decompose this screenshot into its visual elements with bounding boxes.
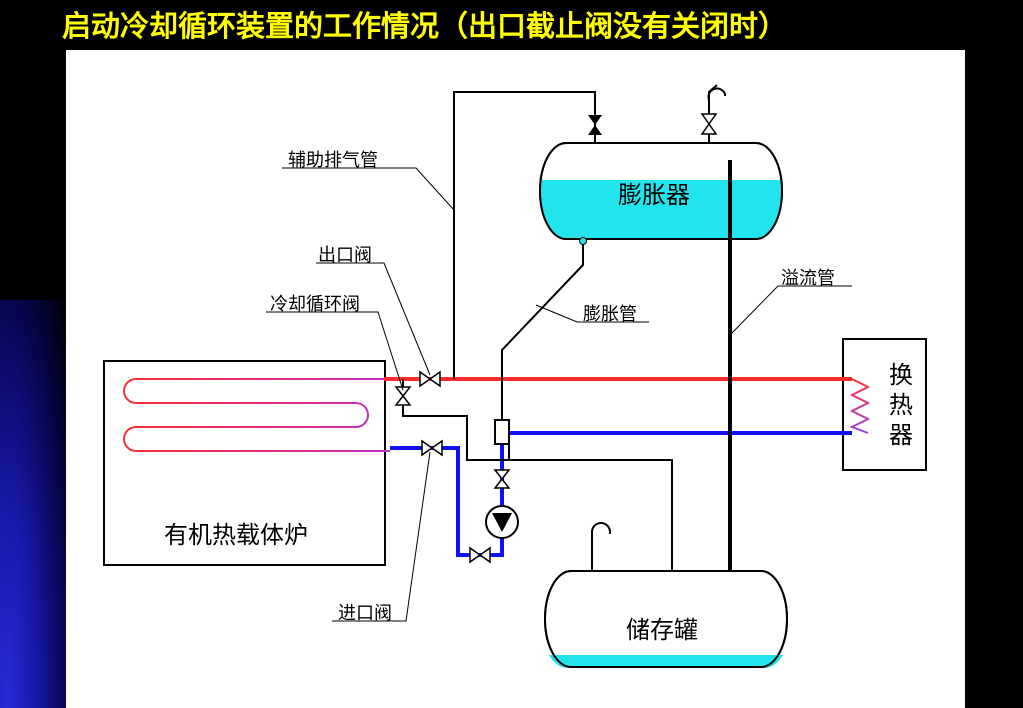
background-glow (0, 300, 66, 708)
outlet-valve (419, 370, 432, 388)
heat-exchanger-box (842, 338, 927, 471)
leader-aux-exhaust (282, 167, 455, 211)
filter (494, 419, 510, 445)
leader-inlet (332, 451, 431, 622)
label-heat-exchanger: 换热器 (889, 361, 913, 449)
label-storage-tank: 储存罐 (626, 616, 698, 644)
slide-title: 启动冷却循环装置的工作情况（出口截止阀没有关闭时） (62, 9, 788, 43)
heater-coil (123, 378, 390, 452)
label-cooling-valve: 冷却循环阀 (270, 294, 360, 315)
leader-expansion (535, 304, 649, 323)
leader-overflow (729, 285, 852, 336)
pump-valve (493, 469, 511, 481)
system-diagram (103, 84, 927, 668)
heater-box (103, 360, 386, 566)
label-expansion-pipe: 膨胀管 (583, 304, 637, 325)
inlet-valve (421, 439, 434, 457)
bottom-valve (469, 546, 482, 564)
bypass-pipe (402, 379, 673, 571)
cooling-valve (394, 386, 412, 398)
label-outlet-valve: 出口阀 (318, 245, 372, 266)
leader-outlet (316, 262, 431, 376)
inlet-pipe (446, 446, 504, 557)
diagram-canvas: 辅助排气管 出口阀 冷却循环阀 膨胀管 溢流管 进口阀 膨胀器 有机热载体炉 储… (66, 50, 965, 708)
label-expansion-tank: 膨胀器 (618, 181, 690, 209)
label-overflow-pipe: 溢流管 (781, 268, 835, 289)
label-aux-exhaust: 辅助排气管 (288, 150, 378, 171)
expansion-pipe (501, 239, 584, 420)
label-heater: 有机热载体炉 (164, 521, 308, 549)
storage-vent (591, 522, 611, 571)
leader-cooling (266, 311, 404, 391)
expansion-liquid (539, 180, 783, 240)
storage-liquid (549, 655, 783, 668)
heat-exchanger-coil (849, 378, 871, 434)
label-inlet-valve: 进口阀 (338, 603, 392, 624)
